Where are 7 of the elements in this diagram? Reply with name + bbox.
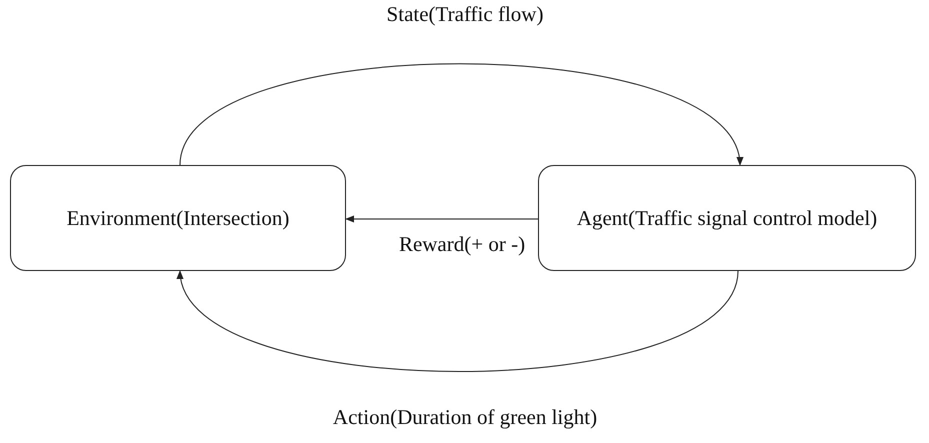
process-box	[10, 165, 346, 271]
box-label: Agent(Traffic signal control model)	[576, 206, 878, 230]
box-label: Environment(Intersection)	[66, 206, 290, 230]
process-box	[538, 165, 916, 271]
arrow	[179, 270, 738, 372]
arrow	[345, 215, 538, 223]
arrow	[180, 63, 741, 166]
